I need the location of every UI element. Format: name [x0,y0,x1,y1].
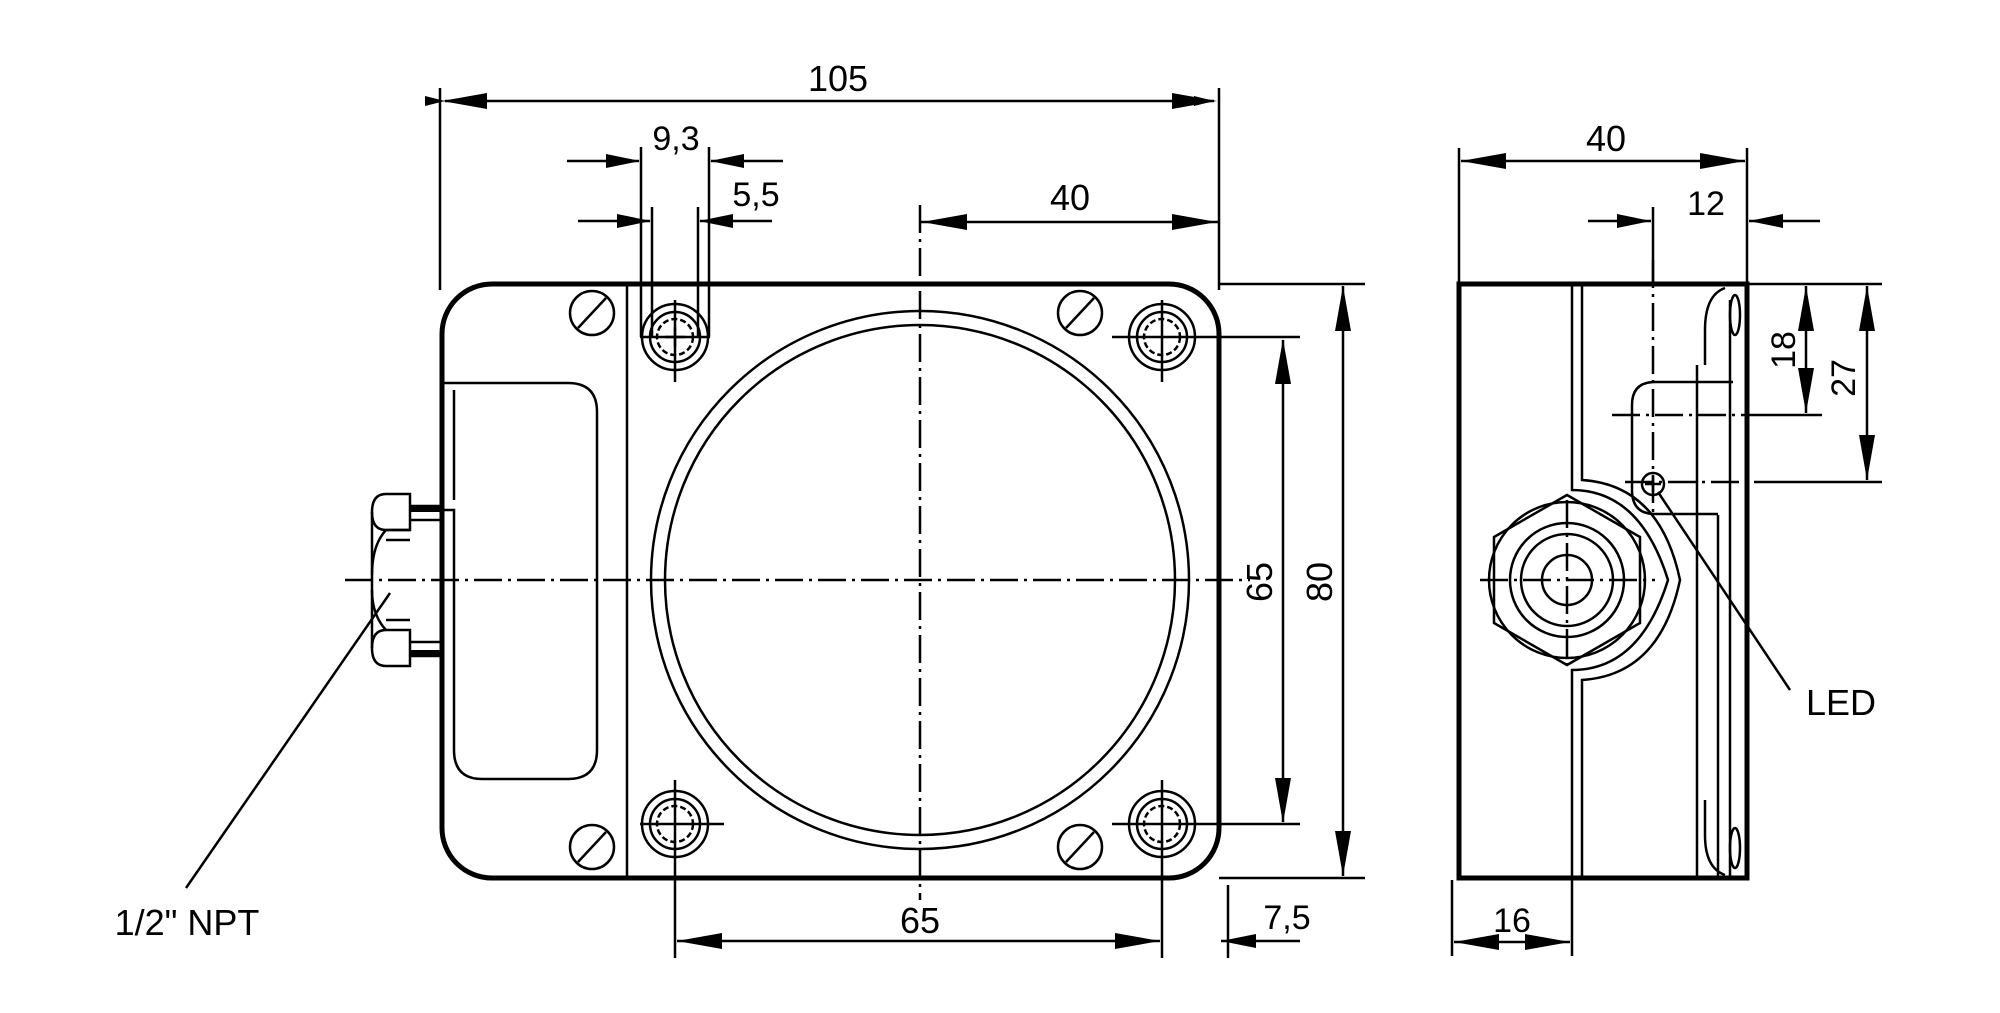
dim-label-65-horizontal: 65 [900,900,940,941]
callout-gland-thread: 1/2" NPT [115,592,392,943]
dim-label-27: 27 [1825,359,1863,397]
dimension-slot-inner: 5,5 [578,176,780,228]
side-housing-outline [1456,281,1750,881]
cable-gland [370,492,440,668]
dim-label-12: 12 [1687,185,1725,223]
dim-label-40-side: 40 [1586,118,1626,159]
sensing-face-inner [663,323,1177,837]
dimension-led-height-2: 27 [1825,286,1875,480]
mounting-hole-bottom-left [640,780,724,958]
dim-label-18: 18 [1765,331,1803,369]
dimension-center-to-edge: 40 [920,177,1219,230]
base-cover-split [1570,286,1670,876]
side-cable-gland [1480,493,1655,667]
dim-label-80: 80 [1299,562,1340,602]
slot-top [1728,293,1742,337]
dim-label-65-vertical: 65 [1239,562,1280,602]
dimension-overall-depth: 40 [1457,118,1749,284]
callout-led: LED [1656,491,1876,723]
dim-label-5-5: 5,5 [732,176,779,214]
slot-bottom [1728,826,1742,870]
dimension-overall-height: 80 [1219,282,1365,880]
slot-extension-lines [639,147,711,337]
cover-screw-icons [568,289,1104,871]
front-view: 105 9,3 5,5 40 65 [115,58,1365,958]
mounting-hole-top-right [1112,300,1300,382]
dim-label-16: 16 [1493,902,1531,940]
label-led: LED [1806,682,1876,723]
mounting-hole-bottom-right [1112,780,1300,958]
label-npt: 1/2" NPT [115,902,260,943]
dimension-hole-spacing-horizontal: 65 [677,900,1160,949]
side-view: LED 40 12 18 27 [1450,118,1882,956]
dimension-led-height-1: 18 [1765,286,1814,413]
sensing-face-outer [649,309,1191,851]
terminal-panel [442,381,599,781]
led-indicator [1640,471,1666,497]
dimension-base-thickness: 16 [1450,880,1574,956]
dimension-overall-width: 105 [425,58,1221,290]
dim-label-40-front: 40 [1050,177,1090,218]
led-housing [1630,380,1733,516]
dimension-hole-to-edge: 7,5 [1221,885,1311,958]
mounting-hole-top-left [640,300,710,382]
dimension-led-offset: 12 [1588,185,1820,284]
dimension-slot-outer: 9,3 [567,120,783,168]
dim-label-105: 105 [808,58,868,99]
dim-label-7-5: 7,5 [1263,899,1310,937]
dim-label-9-3: 9,3 [652,120,699,158]
dimension-hole-spacing-vertical: 65 [1239,339,1291,823]
